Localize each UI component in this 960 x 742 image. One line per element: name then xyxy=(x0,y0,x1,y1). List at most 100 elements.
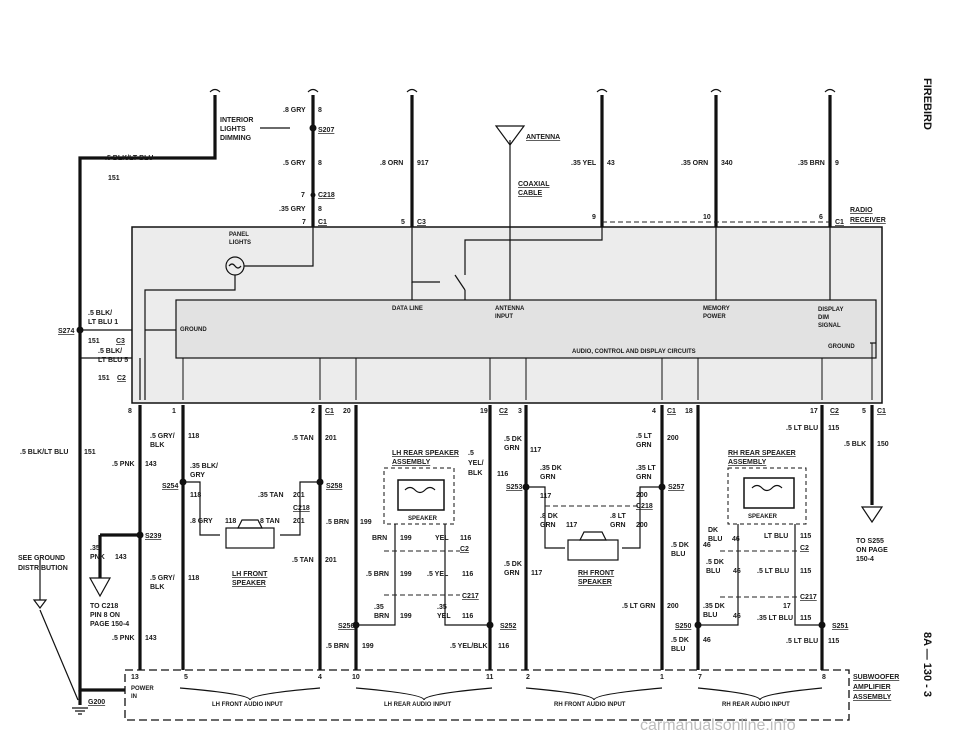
svg-text:.5 LT: .5 LT xyxy=(636,433,653,440)
svg-text:IN: IN xyxy=(131,694,137,700)
svg-text:17: 17 xyxy=(783,603,791,610)
svg-text:INPUT: INPUT xyxy=(495,314,513,320)
svg-text:200: 200 xyxy=(667,603,679,610)
svg-text:201: 201 xyxy=(293,518,305,525)
svg-text:SUBWOOFER: SUBWOOFER xyxy=(853,674,899,681)
svg-text:340: 340 xyxy=(721,160,733,167)
svg-text:BLU: BLU xyxy=(703,612,717,619)
svg-text:4: 4 xyxy=(318,674,322,681)
svg-text:.35 BLK/: .35 BLK/ xyxy=(190,463,218,470)
svg-text:116: 116 xyxy=(460,535,471,542)
receiver-label: RECEIVER xyxy=(850,217,886,224)
s253-label: S253 xyxy=(506,484,522,491)
s207-label: S207 xyxy=(318,127,334,134)
s250-label: S250 xyxy=(675,623,691,630)
svg-text:.8 DK: .8 DK xyxy=(540,513,558,520)
svg-text:TO S255: TO S255 xyxy=(856,538,884,545)
wire-break-marks xyxy=(209,88,836,93)
antenna-label: ANTENNA xyxy=(526,134,560,141)
svg-text:BRN: BRN xyxy=(374,613,389,620)
svg-text:LIGHTS: LIGHTS xyxy=(229,240,251,246)
svg-text:PANEL: PANEL xyxy=(229,232,249,238)
svg-text:DISTRIBUTION: DISTRIBUTION xyxy=(18,565,68,572)
svg-text:.5 LT BLU: .5 LT BLU xyxy=(757,568,789,575)
svg-text:LT BLU 1: LT BLU 1 xyxy=(88,319,118,326)
lh-front-section: .5 GRY/ BLK 118 .5 TAN 201 .5 PNK 143 .3… xyxy=(90,433,372,642)
svg-text:ON PAGE: ON PAGE xyxy=(856,547,888,554)
svg-text:GRN: GRN xyxy=(540,522,556,529)
s258-label: S258 xyxy=(326,483,342,490)
svg-text:116: 116 xyxy=(462,571,473,578)
svg-text:C2: C2 xyxy=(460,546,469,553)
left-ground-circuit xyxy=(32,320,132,715)
svg-text:LH REAR AUDIO INPUT: LH REAR AUDIO INPUT xyxy=(384,702,451,708)
svg-text:LIGHTS: LIGHTS xyxy=(220,126,246,133)
svg-text:.5 LT BLU: .5 LT BLU xyxy=(786,638,818,645)
svg-text:.5 PNK: .5 PNK xyxy=(112,461,135,468)
svg-text:6: 6 xyxy=(819,214,823,221)
svg-text:.5 YEL/BLK: .5 YEL/BLK xyxy=(450,643,488,650)
svg-text:C2: C2 xyxy=(830,408,839,415)
marker-w: W xyxy=(868,511,875,518)
svg-text:143: 143 xyxy=(145,635,157,642)
svg-text:9: 9 xyxy=(835,160,839,167)
amplifier-box: 13 POWER IN 5 4 10 11 2 1 7 8 LH FRONT A… xyxy=(124,669,899,721)
svg-text:8: 8 xyxy=(128,408,132,415)
svg-text:200: 200 xyxy=(636,522,648,529)
svg-text:BRN: BRN xyxy=(372,535,387,542)
svg-text:201: 201 xyxy=(293,492,305,499)
svg-text:.5 TAN: .5 TAN xyxy=(292,557,314,564)
svg-text:17: 17 xyxy=(810,408,818,415)
svg-text:RH REAR SPEAKER: RH REAR SPEAKER xyxy=(728,450,796,457)
svg-text:BLU: BLU xyxy=(708,536,722,543)
svg-text:.8 LT: .8 LT xyxy=(610,513,627,520)
svg-text:.5 GRY/: .5 GRY/ xyxy=(150,433,175,440)
svg-text:PIN 8 ON: PIN 8 ON xyxy=(90,612,120,619)
svg-text:151: 151 xyxy=(84,449,96,456)
s207-splice xyxy=(309,124,317,132)
svg-text:.5: .5 xyxy=(468,450,474,457)
svg-text:GRN: GRN xyxy=(610,522,626,529)
svg-text:8: 8 xyxy=(318,160,322,167)
lh-front-speaker-icon xyxy=(225,527,275,549)
connector-row: 8 1 2 C1 20 19 C2 3 4 C1 18 17 C2 5 C1 xyxy=(128,408,886,415)
svg-text:.35: .35 xyxy=(90,545,100,552)
page-number: 8A — 130 - 3 xyxy=(921,632,933,697)
svg-text:8: 8 xyxy=(822,674,826,681)
svg-text:19: 19 xyxy=(480,408,488,415)
svg-text:143: 143 xyxy=(145,461,157,468)
svg-text:GRN: GRN xyxy=(504,570,520,577)
svg-text:C1: C1 xyxy=(325,408,334,415)
svg-text:.5 YEL: .5 YEL xyxy=(427,571,449,578)
svg-text:117: 117 xyxy=(530,447,541,454)
svg-text:BLU: BLU xyxy=(706,568,720,575)
svg-text:C1: C1 xyxy=(877,408,886,415)
svg-text:.5 DK: .5 DK xyxy=(706,559,724,566)
svg-text:C1: C1 xyxy=(835,219,844,226)
svg-text:151: 151 xyxy=(88,338,100,345)
svg-text:8: 8 xyxy=(318,206,322,213)
svg-text:117: 117 xyxy=(540,493,551,500)
svg-text:BLK: BLK xyxy=(150,442,164,449)
side-title: FIREBIRD xyxy=(921,78,933,130)
svg-text:POWER: POWER xyxy=(703,314,726,320)
svg-text:.35: .35 xyxy=(374,604,384,611)
c1-left-label: C1 xyxy=(318,219,327,226)
rh-front-section: .5 DK GRN 117 .5 LT GRN 200 .35 DK GRN .… xyxy=(504,433,684,610)
svg-text:200: 200 xyxy=(667,435,679,442)
s251-label: S251 xyxy=(832,623,848,630)
svg-text:LH REAR SPEAKER: LH REAR SPEAKER xyxy=(392,450,459,457)
svg-text:DATA LINE: DATA LINE xyxy=(392,306,423,312)
svg-text:C218: C218 xyxy=(293,505,310,512)
svg-text:INTERIOR: INTERIOR xyxy=(220,117,253,124)
svg-text:10: 10 xyxy=(703,214,711,221)
svg-text:.35 TAN: .35 TAN xyxy=(258,492,284,499)
svg-text:.35 YEL: .35 YEL xyxy=(571,160,597,167)
svg-text:RH REAR AUDIO INPUT: RH REAR AUDIO INPUT xyxy=(722,702,790,708)
svg-text:YEL/: YEL/ xyxy=(468,460,484,467)
svg-text:BLU: BLU xyxy=(671,551,685,558)
svg-text:.35 ORN: .35 ORN xyxy=(681,160,708,167)
svg-text:GRN: GRN xyxy=(540,474,556,481)
radio-label: RADIO xyxy=(850,207,873,214)
svg-text:.5 DK: .5 DK xyxy=(504,561,522,568)
